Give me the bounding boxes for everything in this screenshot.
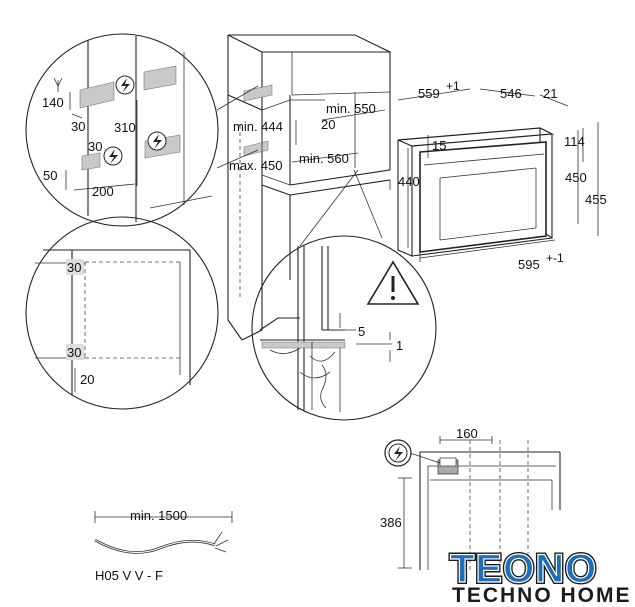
dim-140: 140 [42,95,64,110]
cabinet-drawing: min. 550 min. 444 20 max. 450 min. 560 [227,34,391,341]
dim-595: 595 [518,257,540,272]
teono-logo: TEONO TEONO TECHNO HOME [448,545,632,607]
dim-21: 21 [543,86,557,101]
dim-min-550: min. 550 [326,101,376,116]
callout-line [216,149,259,169]
electric-hazard-icon [103,146,123,166]
dim-450: 450 [565,170,587,185]
electric-hazard-icon [115,75,135,95]
dim-114: 114 [564,134,585,149]
side-view-drawing: 160 386 [380,426,561,570]
electric-hazard-icon [147,131,167,151]
dim-160: 160 [456,426,478,441]
dim-440: 440 [398,174,420,189]
cable-type: H05 V V - F [95,568,163,583]
detail-side-circle: 30 30 20 [25,216,219,410]
dim-546: 546 [500,86,522,101]
detail-power-circle: 140 30 310 30 50 200 [25,33,219,227]
dim-1: 1 [396,338,403,353]
dim-559-tol: +1 [446,79,460,93]
dim-5: 5 [358,324,365,339]
dim-50: 50 [43,168,57,183]
dim-30-a: 30 [71,119,85,134]
dim-max-450: max. 450 [229,158,282,173]
logo-outline: TEONO [450,547,597,591]
dim-455: 455 [585,192,607,207]
warning-icon [366,260,420,305]
dim-310: 310 [114,120,136,135]
callout-line [299,169,359,247]
dim-min-444: min. 444 [233,119,283,134]
dim-200: 200 [92,184,114,199]
detail-gap-circle: 5 1 [251,235,437,421]
dim-30-b: 30 [88,139,102,154]
dim-559: 559 [418,86,440,101]
callout-line [353,169,383,239]
dim-20-side: 20 [80,372,94,387]
dim-386: 386 [380,515,402,530]
dim-min-560: min. 560 [299,151,349,166]
dim-595-tol: +-1 [546,251,564,265]
logo-tagline: TECHNO HOME [452,584,632,607]
dim-15: 15 [432,138,446,153]
callout-line [216,85,259,111]
cable-length: min. 1500 [130,508,187,523]
cable-drawing: min. 1500 H05 V V - F [94,508,233,583]
dim-20: 20 [321,117,335,132]
dim-30-bottom: 30 [67,345,81,360]
electric-hazard-icon [384,439,412,467]
appliance-drawing: 559 +1 546 21 15 114 440 450 455 595 +-1 [397,79,607,272]
logo-name: TEONO [450,547,597,591]
dim-30-top: 30 [67,260,81,275]
